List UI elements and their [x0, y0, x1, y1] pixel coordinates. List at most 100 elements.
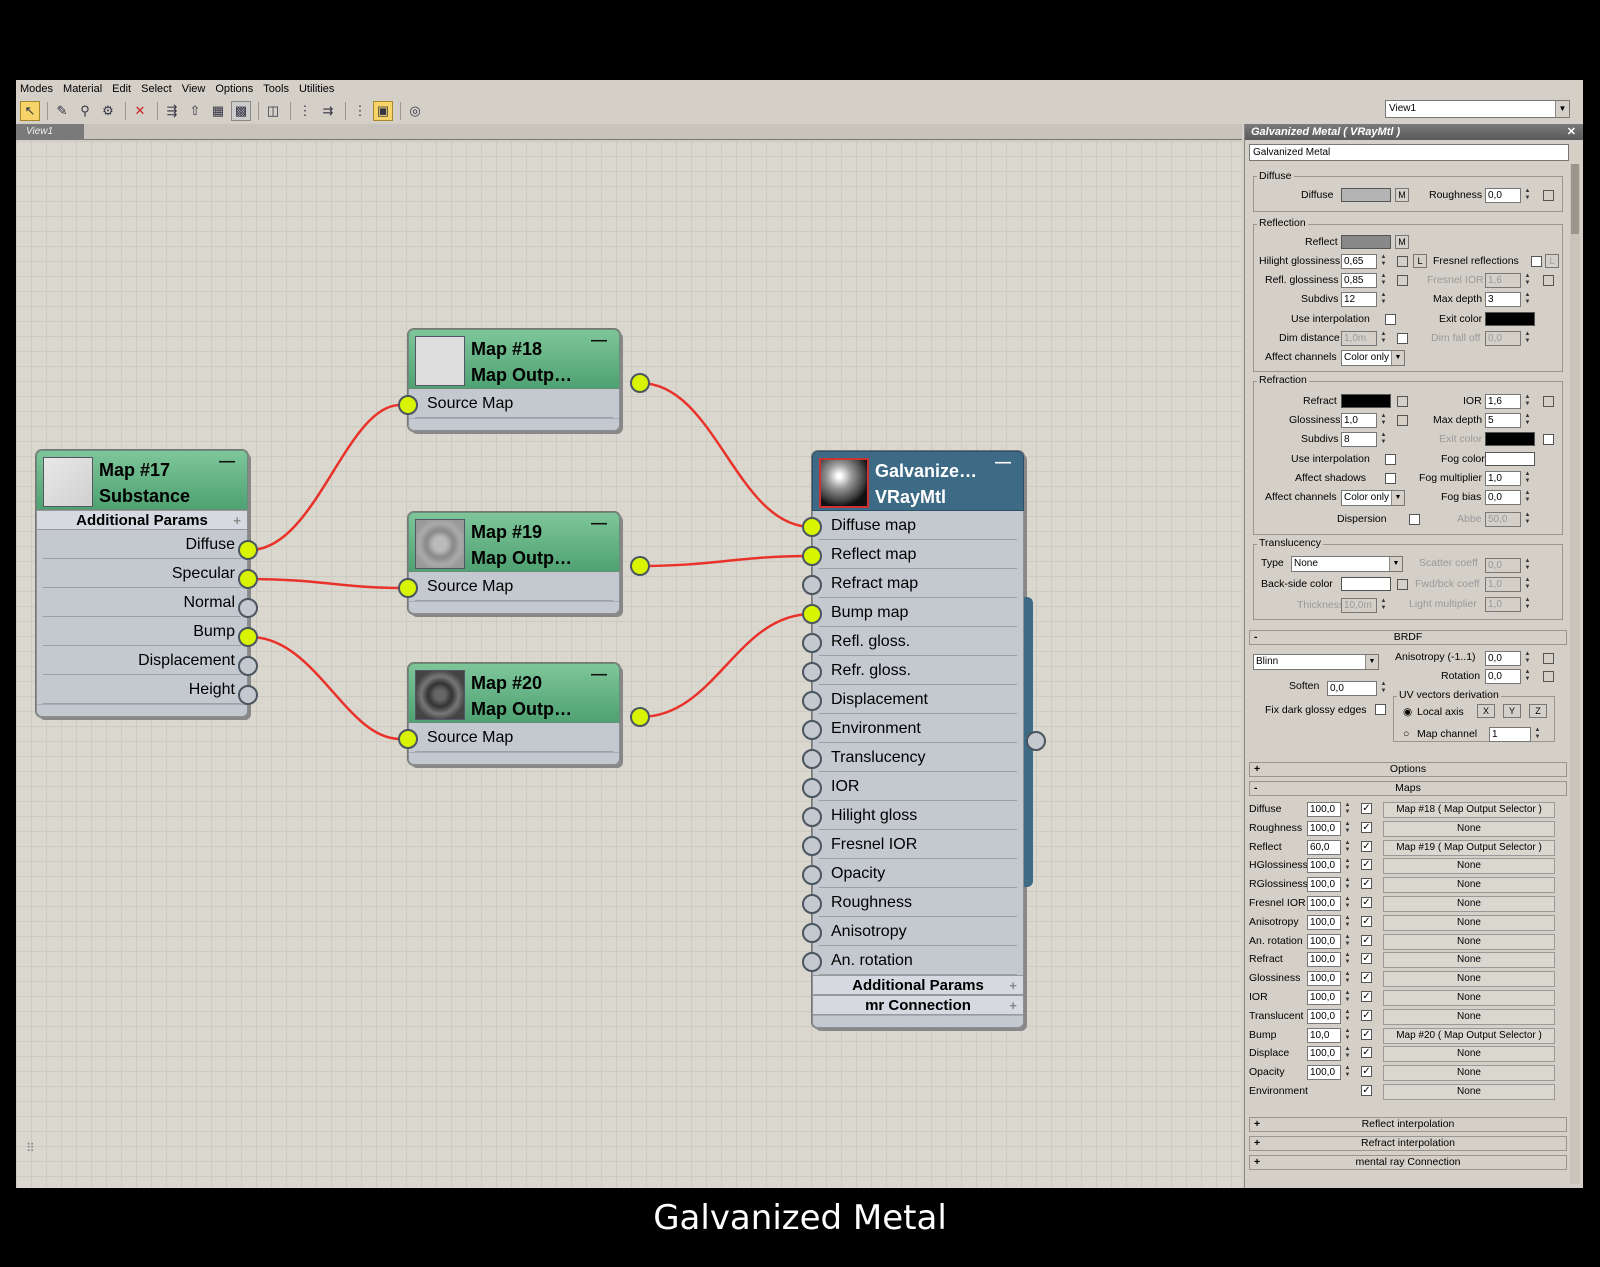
- lock-hilight-button[interactable]: L: [1413, 254, 1427, 268]
- navigator-icon[interactable]: ⋮: [353, 103, 367, 118]
- map-enable-checkbox[interactable]: ✓: [1361, 859, 1372, 871]
- map-amount-spinner[interactable]: 100,0: [1307, 858, 1341, 874]
- spinner-arrows-icon[interactable]: ▲▼: [1380, 254, 1387, 267]
- map-amount-spinner[interactable]: 100,0: [1307, 971, 1341, 987]
- socket-vray-input[interactable]: [802, 691, 822, 711]
- socket-map20-in[interactable]: [398, 729, 418, 749]
- map-enable-checkbox[interactable]: ✓: [1361, 1009, 1372, 1021]
- expand-icon[interactable]: +: [233, 513, 241, 528]
- reflect-color-swatch[interactable]: [1341, 235, 1391, 249]
- spinner-arrows-icon[interactable]: ▲▼: [1524, 490, 1531, 503]
- map-enable-checkbox[interactable]: ✓: [1361, 1047, 1372, 1059]
- map-channel-spinner[interactable]: 1: [1489, 727, 1531, 742]
- spinner-arrows-icon[interactable]: ▲▼: [1524, 413, 1531, 426]
- exit-color-checkbox[interactable]: [1543, 434, 1554, 445]
- output-slot-normal[interactable]: Normal: [43, 588, 241, 617]
- refract-map-button[interactable]: [1397, 396, 1408, 407]
- spinner-arrows-icon[interactable]: ▲▼: [1344, 1065, 1351, 1079]
- map-enable-checkbox[interactable]: ✓: [1361, 915, 1372, 927]
- map-slot-button[interactable]: None: [1383, 990, 1555, 1006]
- socket-vray-input[interactable]: [802, 633, 822, 653]
- spinner-arrows-icon[interactable]: ▲▼: [1524, 188, 1531, 201]
- rotation-spinner[interactable]: 0,0: [1485, 669, 1521, 684]
- map-slot-button[interactable]: None: [1383, 1084, 1555, 1100]
- spinner-arrows-icon[interactable]: ▲▼: [1524, 394, 1531, 407]
- subdivs-spinner[interactable]: 8: [1341, 432, 1377, 447]
- socket-vray-input[interactable]: [802, 865, 822, 885]
- fresnel-lock-button[interactable]: L: [1545, 254, 1559, 268]
- socket-height-out[interactable]: [238, 685, 258, 705]
- hilight-glossiness-spinner[interactable]: 0,65: [1341, 254, 1377, 269]
- map-slot-button[interactable]: None: [1383, 820, 1555, 837]
- eyedropper-icon[interactable]: ✎: [56, 103, 68, 118]
- map-enable-checkbox[interactable]: ✓: [1361, 972, 1372, 984]
- input-slot-source-map[interactable]: Source Map: [415, 572, 613, 601]
- minimize-icon[interactable]: —: [591, 666, 607, 683]
- refl-gloss-map-button[interactable]: [1397, 275, 1408, 286]
- dim-distance-checkbox[interactable]: [1397, 333, 1408, 344]
- map-amount-spinner[interactable]: 100,0: [1307, 914, 1341, 930]
- layout-vertical-icon[interactable]: ⋮: [298, 103, 312, 118]
- affect-channels-dropdown[interactable]: Color only▼: [1341, 490, 1405, 506]
- spinner-arrows-icon[interactable]: ▲▼: [1534, 727, 1541, 740]
- group-mr-connection[interactable]: mr Connection+: [813, 995, 1023, 1015]
- expand-icon[interactable]: +: [1009, 998, 1017, 1013]
- map-slot-button[interactable]: Map #18 ( Map Output Selector ): [1383, 802, 1555, 818]
- spinner-arrows-icon[interactable]: ▲▼: [1524, 512, 1531, 525]
- map-amount-spinner[interactable]: 100,0: [1307, 1046, 1341, 1062]
- input-slot-refl-gloss[interactable]: Refl. gloss.: [819, 627, 1017, 656]
- assign-material-icon[interactable]: ⚙: [102, 103, 114, 118]
- anisotropy-spinner[interactable]: 0,0: [1485, 651, 1521, 666]
- tab-view1[interactable]: View1: [16, 124, 84, 140]
- input-slot-diffuse-map[interactable]: Diffuse map: [819, 511, 1017, 540]
- menu-options[interactable]: Options: [215, 83, 254, 95]
- input-slot-roughness[interactable]: Roughness: [819, 888, 1017, 917]
- map-amount-spinner[interactable]: 100,0: [1307, 877, 1341, 893]
- fog-bias-spinner[interactable]: 0,0: [1485, 490, 1521, 505]
- socket-vray-input[interactable]: [802, 517, 822, 537]
- map-enable-checkbox[interactable]: ✓: [1361, 934, 1372, 946]
- axis-x-button[interactable]: X: [1477, 704, 1495, 718]
- map-slot-button[interactable]: None: [1383, 914, 1555, 931]
- socket-vray-input[interactable]: [802, 952, 822, 972]
- wire-map20-to-bump-map[interactable]: [639, 612, 813, 719]
- spinner-arrows-icon[interactable]: ▲▼: [1524, 292, 1531, 305]
- spinner-arrows-icon[interactable]: ▲▼: [1524, 651, 1531, 664]
- spinner-arrows-icon[interactable]: ▲▼: [1344, 1008, 1351, 1022]
- preview-icon[interactable]: ◫: [266, 103, 280, 118]
- input-slot-refr-gloss[interactable]: Refr. gloss.: [819, 656, 1017, 685]
- menu-view[interactable]: View: [181, 83, 206, 95]
- map-amount-spinner[interactable]: 100,0: [1307, 990, 1341, 1005]
- map-slot-button[interactable]: Map #19 ( Map Output Selector ): [1383, 839, 1555, 856]
- map-slot-button[interactable]: None: [1383, 1008, 1555, 1025]
- spinner-arrows-icon[interactable]: ▲▼: [1344, 896, 1351, 909]
- map-slot-button[interactable]: None: [1383, 933, 1555, 950]
- minimize-icon[interactable]: —: [219, 453, 235, 470]
- input-slot-anisotropy[interactable]: Anisotropy: [819, 917, 1017, 946]
- map-enable-checkbox[interactable]: ✓: [1361, 803, 1372, 814]
- input-slot-hilight-gloss[interactable]: Hilight gloss: [819, 801, 1017, 830]
- wire-map18-to-diffuse-map[interactable]: [639, 381, 813, 529]
- rollout-options[interactable]: +Options: [1249, 762, 1567, 777]
- map-amount-spinner[interactable]: 100,0: [1307, 952, 1341, 968]
- menu-edit[interactable]: Edit: [112, 83, 132, 95]
- fix-dark-glossy-edges-checkbox[interactable]: [1375, 704, 1386, 715]
- hilight-map-button[interactable]: [1397, 256, 1408, 267]
- spinner-arrows-icon[interactable]: ▲▼: [1524, 558, 1531, 571]
- delete-icon[interactable]: ✕: [134, 103, 146, 118]
- anisotropy-map-button[interactable]: [1543, 653, 1554, 664]
- socket-map18-in[interactable]: [398, 395, 418, 415]
- diffuse-color-swatch[interactable]: [1341, 188, 1391, 202]
- map-slot-button[interactable]: Map #20 ( Map Output Selector ): [1383, 1027, 1555, 1044]
- socket-map19-out[interactable]: [630, 556, 650, 576]
- menu-modes[interactable]: Modes: [20, 83, 54, 95]
- map-enable-checkbox[interactable]: ✓: [1361, 1028, 1372, 1040]
- map-amount-spinner[interactable]: 60,0: [1307, 839, 1341, 855]
- spinner-arrows-icon[interactable]: ▲▼: [1380, 432, 1387, 445]
- exit-color-swatch[interactable]: [1485, 312, 1535, 326]
